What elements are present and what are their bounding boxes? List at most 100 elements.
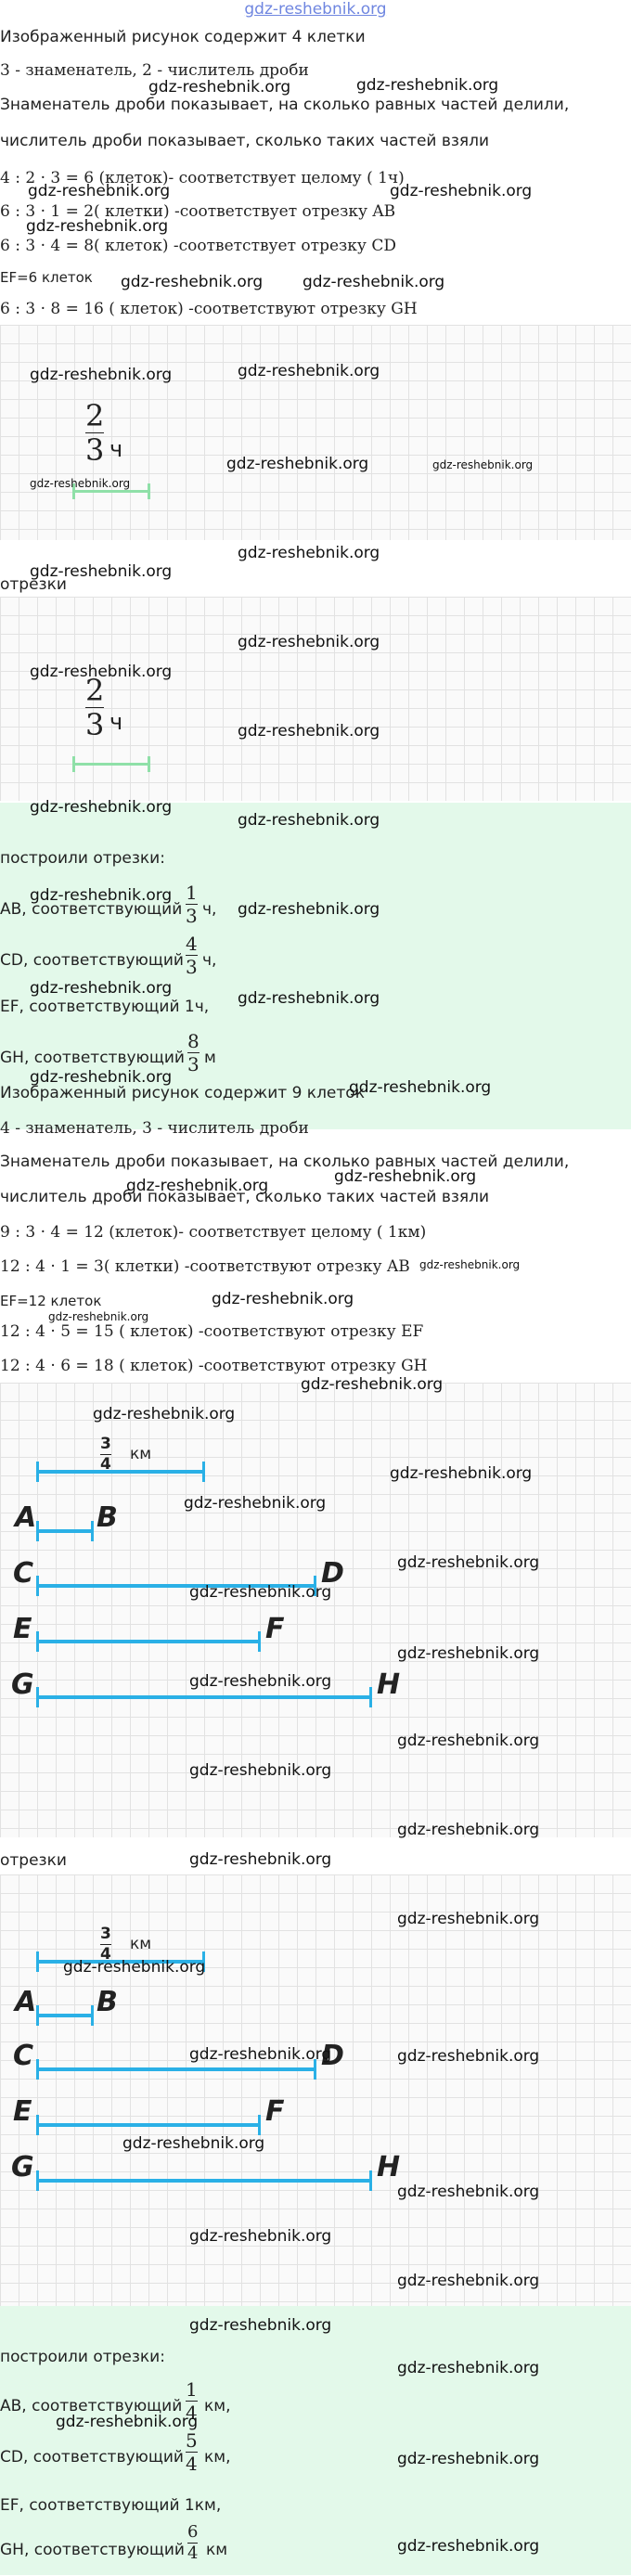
fraction-numerator: 8 <box>187 1030 200 1052</box>
p1-line1: Изображенный рисунок содержит 4 клетки <box>0 28 366 46</box>
p2-answer-gh: GH, соответствующий 6 4 км <box>0 2524 371 2576</box>
answer-unit: ч, <box>202 900 217 919</box>
watermark: gdz-reshebnik.org <box>189 1672 332 1691</box>
p2-segment-ab-1 <box>36 1521 94 1541</box>
p1-green-segment-2 <box>72 756 150 772</box>
fraction-denominator: 4 <box>186 2453 198 2475</box>
p2-label-d-1: D <box>321 1557 344 1590</box>
p1-line2: 3 - знаменатель, 2 - числитель дроби <box>0 61 309 80</box>
fraction-bar <box>100 1944 111 1945</box>
fraction-bar <box>186 904 198 905</box>
watermark: gdz-reshebnik.org <box>301 1375 444 1394</box>
watermark: gdz-reshebnik.org <box>397 2359 540 2377</box>
answer-fraction: 5 4 <box>186 2431 198 2473</box>
p2-label-d-2: D <box>321 2040 344 2072</box>
watermark: gdz-reshebnik.org <box>30 562 173 581</box>
p2-answer-cd: CD, соответствующий 5 4 км, <box>0 2431 371 2483</box>
p2-label-g-2: G <box>11 2151 34 2183</box>
p1-grid-2 <box>0 597 631 801</box>
p2-line2: 4 - знаменатель, 3 - числитель дроби <box>0 1119 309 1138</box>
watermark: gdz-reshebnik.org <box>28 182 171 200</box>
p1-line5: 4 : 2 · 3 = 6 (клеток)- соответствует це… <box>0 169 405 187</box>
p1-fraction-unit-2: ч <box>109 709 123 735</box>
watermark: gdz-reshebnik.org <box>189 1583 332 1602</box>
p2-segment-gh-2 <box>36 2170 372 2191</box>
site-header: gdz-reshebnik.org <box>0 0 631 20</box>
fraction-bar <box>100 1454 111 1455</box>
watermark: gdz-reshebnik.org <box>189 2227 332 2246</box>
p2-segments-label: отрезки <box>0 1851 67 1870</box>
watermark: gdz-reshebnik.org <box>390 1464 533 1483</box>
watermark: gdz-reshebnik.org <box>212 1290 354 1308</box>
fraction-numerator: 3 <box>100 1925 111 1943</box>
watermark: gdz-reshebnik.org <box>184 1494 327 1513</box>
p2-label-b-1: B <box>97 1501 118 1534</box>
fraction-bar <box>85 707 105 708</box>
p2-label-e-1: E <box>13 1613 32 1645</box>
watermark: gdz-reshebnik.org <box>93 1405 236 1423</box>
answer-text: GH, соответствующий <box>0 2541 185 2559</box>
p2-segment-ef-2 <box>36 2115 261 2135</box>
fraction-numerator: 6 <box>187 2522 199 2542</box>
fraction-numerator: 1 <box>186 2378 198 2401</box>
p2-label-f-1: F <box>265 1613 285 1645</box>
answer-unit: км, <box>204 2448 231 2467</box>
watermark: gdz-reshebnik.org <box>238 722 380 741</box>
watermark: gdz-reshebnik.org <box>238 811 380 830</box>
p2-segment-cd-1 <box>36 1576 316 1596</box>
watermark: gdz-reshebnik.org <box>48 1310 149 1323</box>
answer-fraction: 6 4 <box>187 2522 199 2563</box>
p2-answer-ef: EF, соответствующий 1км, <box>0 2496 222 2515</box>
p1-fraction-2: 2 3 <box>85 676 105 740</box>
answer-text: AB, соответствующий <box>0 2397 183 2415</box>
watermark: gdz-reshebnik.org <box>56 2413 199 2431</box>
watermark: gdz-reshebnik.org <box>189 1761 332 1780</box>
watermark: gdz-reshebnik.org <box>238 362 380 380</box>
p2-unit-segment-2 <box>36 1951 205 1972</box>
p1-answer-gh: GH, соответствующий 8 3 м <box>0 1032 371 1084</box>
fraction-bar <box>186 955 198 956</box>
watermark: gdz-reshebnik.org <box>30 886 173 905</box>
fraction-numerator: 4 <box>186 933 198 955</box>
watermark: gdz-reshebnik.org <box>238 989 380 1008</box>
fraction-bar <box>187 1052 200 1053</box>
p1-answer-ab: AB, соответствующий 1 3 ч, <box>0 883 371 935</box>
watermark: gdz-reshebnik.org <box>397 1553 540 1572</box>
p2-grid-1 <box>0 1383 631 1837</box>
watermark: gdz-reshebnik.org <box>238 633 380 651</box>
p2-fraction-2: 3 4 <box>100 1926 111 1963</box>
p2-line1: Изображенный рисунок содержит 9 клеток <box>0 1084 365 1102</box>
watermark: gdz-reshebnik.org <box>397 1644 540 1663</box>
answer-unit: км <box>206 2541 228 2559</box>
answer-fraction: 1 3 <box>186 883 198 925</box>
watermark: gdz-reshebnik.org <box>63 1958 206 1977</box>
answer-fraction: 4 3 <box>186 934 198 976</box>
answer-unit: км, <box>204 2397 231 2415</box>
fraction-numerator: 2 <box>85 398 105 433</box>
p2-fraction-1: 3 4 <box>100 1436 111 1473</box>
p1-line7: 6 : 3 · 4 = 8( клеток) -соответствует от… <box>0 237 396 255</box>
fraction-denominator: 4 <box>187 2544 199 2563</box>
watermark: gdz-reshebnik.org <box>397 1732 540 1750</box>
p2-line7: EF=12 клеток <box>0 1293 102 1309</box>
p1-answer-ef: EF, соответствующий 1ч, <box>0 998 210 1016</box>
fraction-numerator: 5 <box>186 2429 198 2452</box>
watermark: gdz-reshebnik.org <box>397 2537 540 2556</box>
p2-line6: 12 : 4 · 1 = 3( клетки) -соответствуют о… <box>0 1257 410 1276</box>
p2-line9: 12 : 4 · 6 = 18 ( клеток) -соответствуют… <box>0 1357 428 1375</box>
p1-grid-1 <box>0 325 631 540</box>
watermark: gdz-reshebnik.org <box>397 1821 540 1839</box>
p2-segment-ef-1 <box>36 1631 261 1652</box>
p2-line8: 12 : 4 · 5 = 15 ( клеток) -соответствуют… <box>0 1322 424 1341</box>
watermark: gdz-reshebnik.org <box>238 900 380 919</box>
site-logo[interactable]: gdz-reshebnik.org <box>244 0 387 19</box>
fraction-denominator: 4 <box>100 1455 111 1474</box>
fraction-bar <box>187 2543 199 2544</box>
p1-line6: 6 : 3 · 1 = 2( клетки) -соответствует от… <box>0 202 396 221</box>
p2-fraction-unit-1: км <box>130 1445 152 1463</box>
watermark: gdz-reshebnik.org <box>390 182 533 200</box>
p2-label-e-2: E <box>13 2095 32 2128</box>
watermark: gdz-reshebnik.org <box>30 798 173 817</box>
fraction-bar <box>85 432 105 433</box>
fraction-denominator: 4 <box>100 1945 111 1964</box>
